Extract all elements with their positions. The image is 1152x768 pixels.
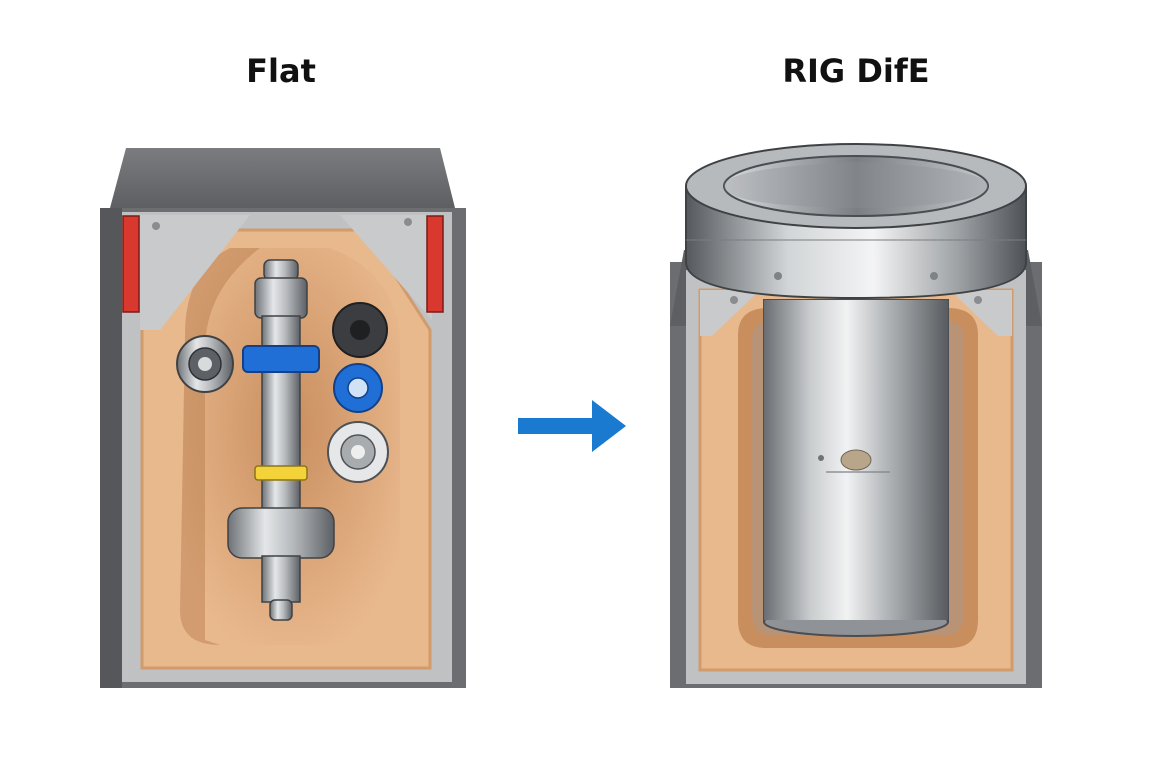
shaft-top-cap [263, 259, 299, 281]
yellow-band [254, 465, 308, 481]
corner-brace-right [340, 215, 432, 320]
shaft-upper-collar [254, 277, 308, 319]
shaft-tip [269, 599, 293, 621]
red-strip-right [426, 215, 444, 313]
blue-washer [333, 363, 383, 413]
shaft-lower-rod [261, 555, 301, 603]
corner-brace-right [950, 290, 1012, 336]
screw [974, 296, 982, 304]
red-strip-left [122, 215, 140, 313]
right-panel-title: RIG DifE [782, 52, 930, 90]
housing-left-edge [100, 208, 122, 688]
screw [152, 222, 160, 230]
shaft-base-disc [227, 507, 335, 559]
screw [730, 296, 738, 304]
silver-washer [327, 421, 389, 483]
right-arrow-icon [518, 400, 626, 452]
top-ring [685, 143, 1027, 300]
housing-top-cap [110, 148, 455, 208]
screw [404, 218, 412, 226]
corner-brace-left [700, 290, 760, 336]
inner-cylinder [763, 299, 949, 637]
flat-housing [100, 148, 466, 688]
cylinder-dot [818, 455, 824, 461]
corner-brace-left [140, 215, 250, 330]
dark-washer [332, 302, 388, 358]
left-panel-title: Flat [246, 52, 316, 90]
bearing-part [176, 335, 234, 393]
shaft-assembly [227, 259, 335, 621]
rig-housing [670, 143, 1042, 688]
cylinder-spot [840, 449, 872, 471]
blue-band [242, 345, 320, 373]
